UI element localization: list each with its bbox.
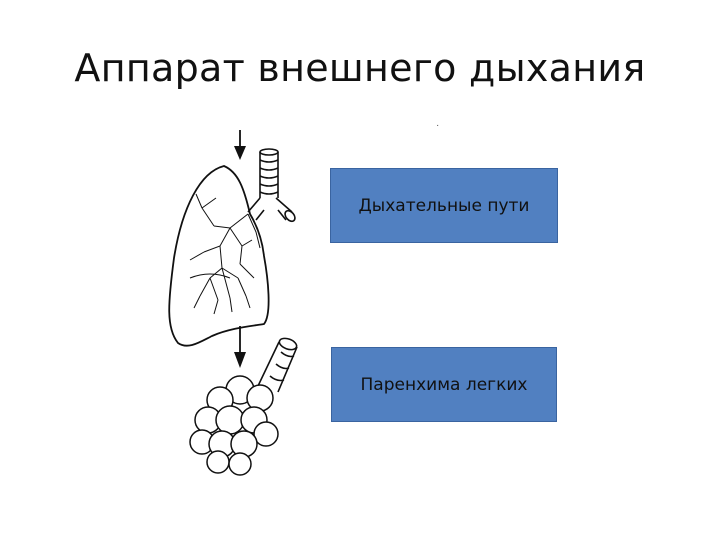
lung-icon <box>168 165 270 347</box>
trachea-icon <box>247 148 296 223</box>
slide-title: Аппарат внешнего дыхания <box>74 46 646 90</box>
stray-dot: · <box>436 120 440 131</box>
airways-label: Дыхательные пути <box>358 195 530 216</box>
lung-illustration <box>168 130 298 476</box>
alveoli-cluster-icon <box>189 375 279 476</box>
bronchiole-icon <box>257 337 298 393</box>
airways-box: Дыхательные пути <box>330 168 558 243</box>
parenchyma-box: Паренхима легких <box>331 347 557 422</box>
parenchyma-label: Паренхима легких <box>360 374 528 395</box>
arrow-down-icon <box>234 326 246 368</box>
arrow-down-icon <box>234 130 246 160</box>
